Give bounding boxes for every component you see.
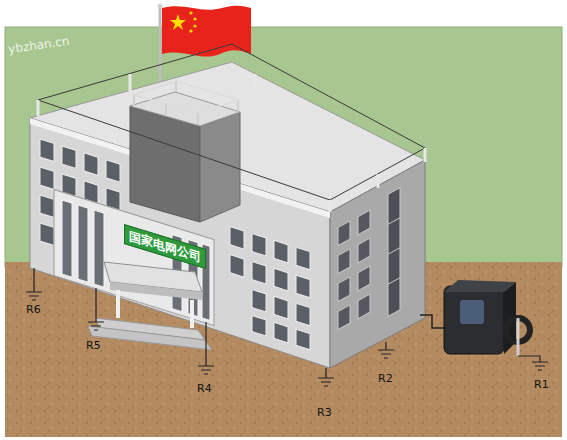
ground-label: R1 (534, 378, 549, 391)
side-wall (330, 160, 425, 368)
earth-symbols (26, 268, 548, 386)
porch (88, 262, 212, 350)
ground-label: R5 (86, 339, 101, 352)
earth-tester (420, 280, 540, 362)
ground-label: R6 (26, 303, 41, 316)
ground-label: R4 (197, 382, 212, 395)
tower (130, 80, 240, 222)
ground-label: R2 (378, 372, 393, 385)
side-windows (338, 188, 400, 344)
ground-label: R3 (317, 406, 332, 419)
lightning-conductor (38, 44, 425, 212)
